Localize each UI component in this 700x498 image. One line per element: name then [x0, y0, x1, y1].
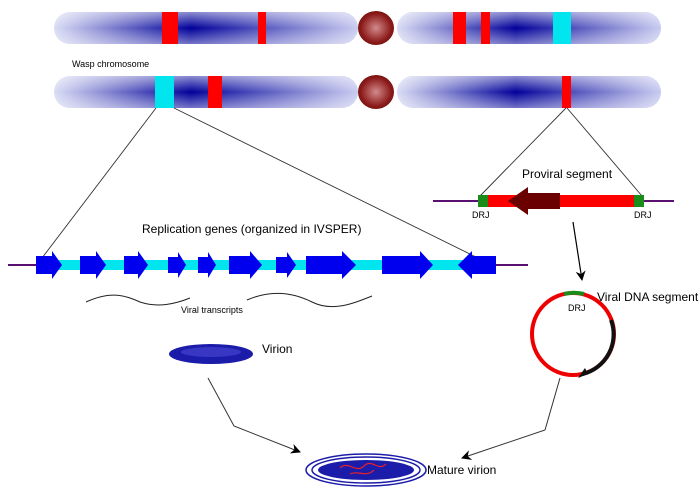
- drj-circle-label: DRJ: [568, 303, 586, 313]
- gene-arrow: [229, 251, 262, 279]
- gene-arrow: [198, 252, 216, 278]
- gene-arrow: [276, 252, 296, 278]
- gene-arrow: [36, 251, 62, 279]
- drj-right-label: DRJ: [634, 210, 652, 220]
- centromere-top: [358, 11, 394, 45]
- band-cyan: [553, 12, 571, 44]
- wasp-chromosome-label: Wasp chromosome: [72, 59, 149, 69]
- mature-virion-label: Mature virion: [427, 463, 496, 477]
- gene-arrow-reverse: [458, 251, 496, 279]
- gene-arrow: [306, 251, 356, 279]
- zoom-lines: [41, 107, 643, 259]
- band-red: [258, 12, 266, 44]
- assembly-arrows: [207, 377, 561, 460]
- viral-transcripts-label: Viral transcripts: [181, 305, 243, 315]
- viral-transcripts: [85, 292, 373, 308]
- drj-left-label: DRJ: [472, 210, 490, 220]
- virion-label: Virion: [262, 342, 292, 356]
- band-red: [162, 12, 178, 44]
- band-red: [562, 76, 571, 108]
- gene-arrow: [382, 251, 433, 279]
- proviral-segment: [433, 187, 674, 215]
- circle-orf-arc: [582, 319, 616, 376]
- viral-dna-segment-label: Viral DNA segment: [597, 290, 699, 304]
- packaged-dna: [339, 462, 387, 475]
- ivsper-locus: [8, 251, 528, 279]
- band-red: [453, 12, 466, 44]
- gene-arrow: [168, 252, 186, 278]
- gene-arrow: [80, 251, 106, 279]
- drj-left-box: [478, 195, 488, 207]
- replication-genes-label: Replication genes (organized in IVSPER): [142, 222, 361, 236]
- mature-virion: [305, 453, 427, 487]
- drj-right-box: [634, 195, 644, 207]
- excision-arrow: [572, 221, 586, 281]
- proviral-segment-label: Proviral segment: [522, 167, 613, 181]
- viral-dna-circle: [530, 290, 616, 378]
- chromosome-top: [54, 11, 661, 45]
- virion: [169, 344, 253, 364]
- band-red: [481, 12, 490, 44]
- band-red: [208, 76, 222, 108]
- band-cyan: [155, 76, 174, 108]
- orf-arrow: [508, 187, 560, 215]
- gene-arrow: [124, 251, 148, 279]
- intergenic-region: [36, 260, 496, 270]
- centromere-bottom: [358, 75, 394, 109]
- circle-drj-arc: [563, 290, 585, 296]
- chromosome-bottom: [54, 75, 661, 109]
